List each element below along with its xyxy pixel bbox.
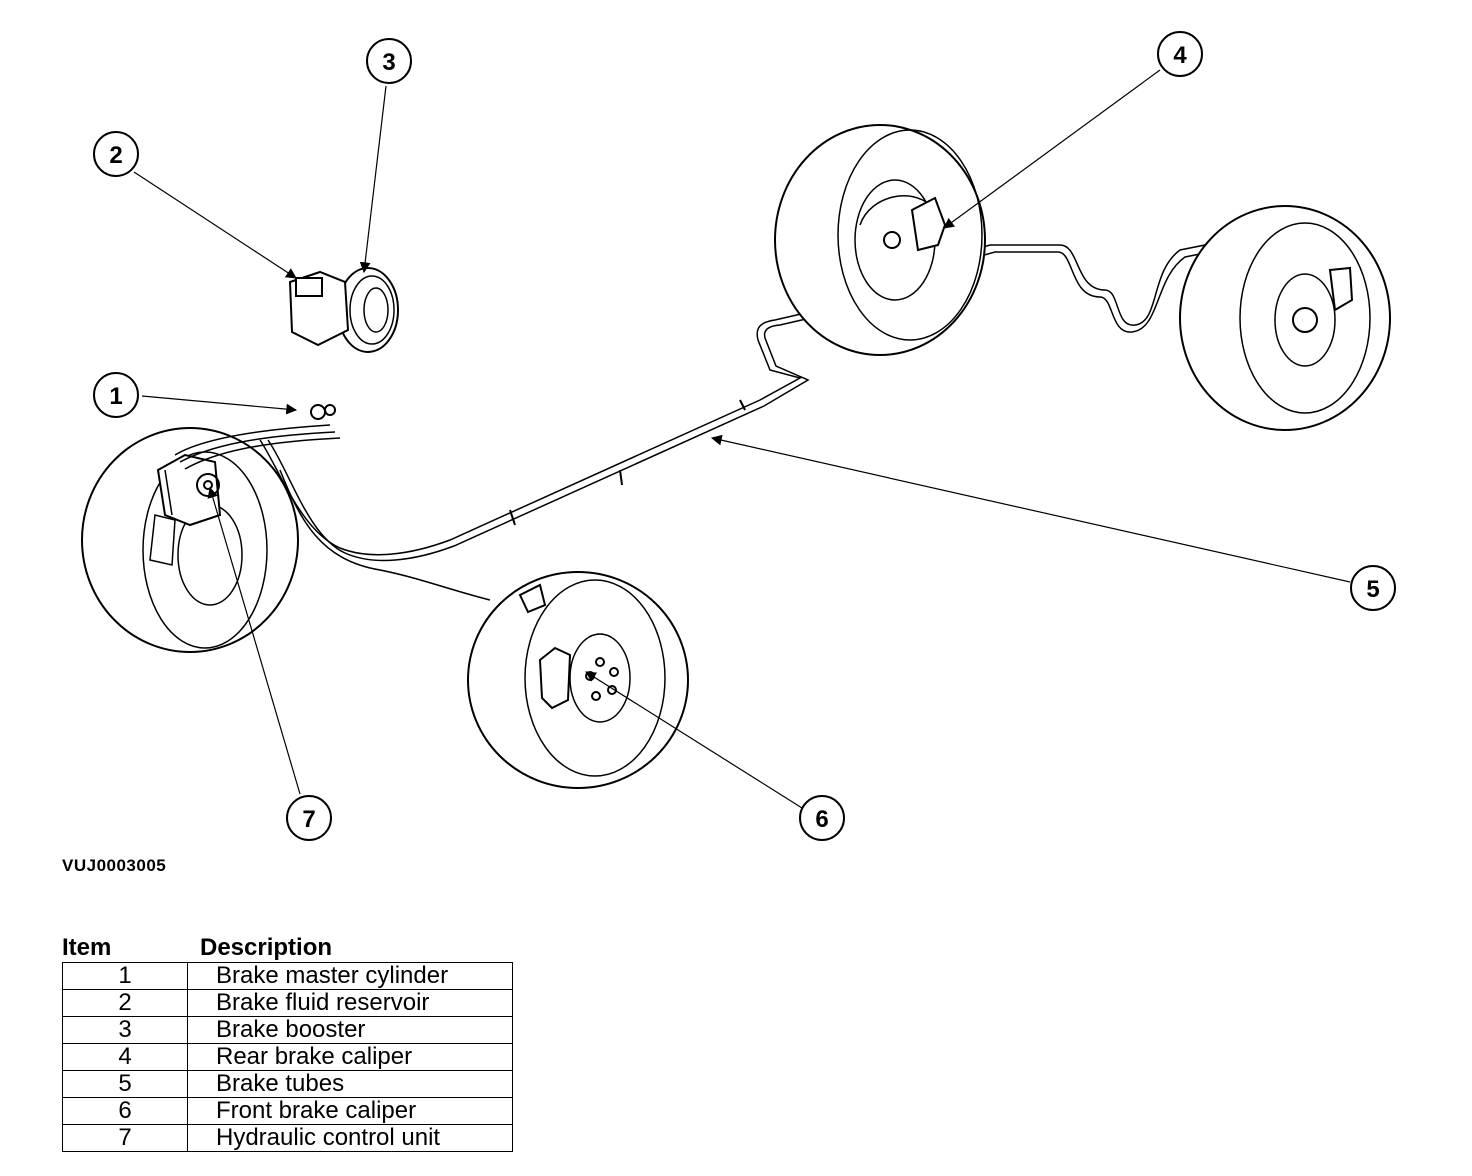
leader-line-4 [943,69,1161,229]
brake-tube-front-cross [174,424,341,470]
legend-item-number: 6 [62,1097,188,1125]
svg-text:4: 4 [1173,42,1187,69]
svg-text:3: 3 [382,49,395,76]
leader-line-6 [585,671,803,809]
brake-tube-rear-cross [899,229,1331,333]
legend-item-description: Brake master cylinder [187,962,513,990]
leader-line-2 [133,171,297,279]
svg-text:5: 5 [1366,576,1379,603]
legend-row: 1 Brake master cylinder [62,962,513,990]
legend-item-number: 7 [62,1124,188,1152]
rear-brake-caliper [910,196,947,252]
svg-text:2: 2 [109,142,122,169]
legend-item-number: 2 [62,989,188,1017]
rear-right-wheel [1179,205,1391,431]
leader-line-1 [141,395,298,415]
rear-left-wheel [774,124,986,356]
leader-line-3 [359,85,387,274]
callout-5: 5 [1350,565,1396,611]
callout-2: 2 [93,131,139,177]
legend-row: 4 Rear brake caliper [62,1043,513,1071]
svg-text:6: 6 [815,806,828,833]
brake-tubes-main [259,304,846,601]
legend-header-item: Item [62,934,112,961]
legend-item-number: 5 [62,1070,188,1098]
legend-item-number: 3 [62,1016,188,1044]
legend-item-description: Front brake caliper [187,1097,513,1125]
brake-system-diagram: 1 2 3 4 5 6 7 [81,31,1396,841]
legend-header-description: Description [200,934,333,961]
front-right-wheel [467,571,689,789]
front-brake-caliper [538,646,572,710]
legend-header: Item Description [62,934,486,961]
master-cylinder-assembly [288,270,350,420]
legend-table: 1 Brake master cylinder 2 Brake fluid re… [62,962,513,1152]
legend-row: 7 Hydraulic control unit [62,1124,513,1152]
legend-item-description: Rear brake caliper [187,1043,513,1071]
legend-row: 2 Brake fluid reservoir [62,989,513,1017]
legend-item-number: 1 [62,962,188,990]
callout-1: 1 [93,372,139,418]
legend-item-description: Brake booster [187,1016,513,1044]
legend-item-description: Hydraulic control unit [187,1124,513,1152]
svg-text:7: 7 [302,806,315,833]
legend-item-description: Brake tubes [187,1070,513,1098]
legend-item-number: 4 [62,1043,188,1071]
legend-item-description: Brake fluid reservoir [187,989,513,1017]
callout-3: 3 [366,38,412,84]
figure-code: VUJ0003005 [62,856,167,875]
svg-text:1: 1 [109,383,122,410]
legend-row: 6 Front brake caliper [62,1097,513,1125]
leader-line-7 [207,486,301,795]
legend-row: 3 Brake booster [62,1016,513,1044]
legend-row: 5 Brake tubes [62,1070,513,1098]
leader-line-5 [710,434,1351,583]
callout-6: 6 [799,795,845,841]
callout-4: 4 [1157,31,1203,77]
callout-7: 7 [286,795,332,841]
